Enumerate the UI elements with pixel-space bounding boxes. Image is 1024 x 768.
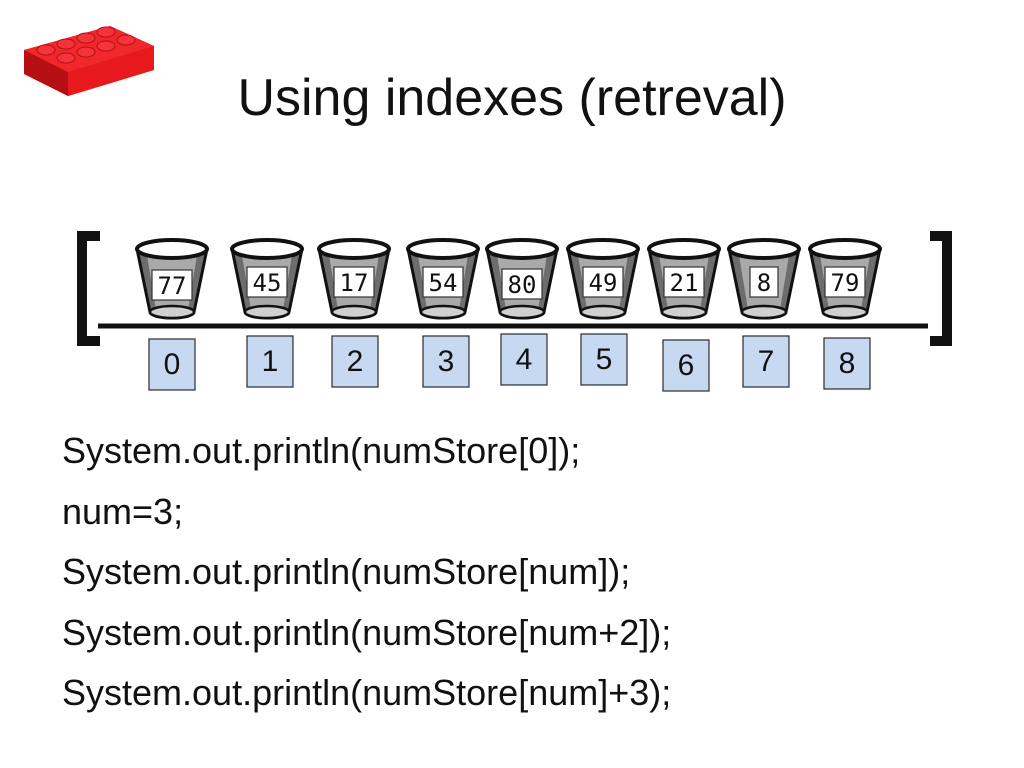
lego-brick-icon (24, 26, 154, 96)
value-box (824, 266, 866, 298)
value-box (663, 266, 705, 298)
index-box (662, 339, 710, 392)
index-box (148, 338, 196, 391)
cell-value: 54 (429, 269, 458, 297)
cell-index: 5 (596, 343, 613, 376)
cell-value: 45 (253, 269, 282, 297)
index-box (742, 335, 790, 388)
cell-value: 79 (831, 269, 860, 297)
cell-index: 0 (164, 348, 181, 381)
array-cell: 77 0 (135, 238, 209, 391)
cell-value: 49 (589, 269, 618, 297)
array-cell: 87 (727, 238, 801, 388)
array-cell: 21 6 (647, 238, 721, 392)
array-cell: 45 1 (230, 238, 304, 388)
cell-index: 7 (758, 345, 775, 378)
index-box (580, 333, 628, 386)
value-box (333, 266, 375, 298)
cell-value: 80 (508, 271, 537, 299)
value-box (501, 268, 543, 300)
index-box (331, 335, 379, 388)
cell-index: 1 (262, 345, 279, 378)
cell-value: 77 (158, 272, 187, 300)
left-bracket (77, 231, 100, 346)
array-cell: 54 3 (406, 238, 480, 388)
array-cell: 80 4 (485, 238, 559, 386)
value-box (246, 266, 288, 298)
code-line: num=3; (62, 490, 184, 532)
array-cell: 79 8 (808, 238, 882, 390)
slide-title: Using indexes (retreval) (237, 69, 787, 127)
value-box (749, 266, 779, 298)
index-box (246, 335, 294, 388)
array-cell: 49 5 (566, 238, 640, 386)
code-line: System.out.println(numStore[0]); (62, 430, 581, 471)
index-box (500, 333, 548, 386)
cell-index: 8 (839, 347, 856, 380)
right-bracket (930, 231, 952, 346)
index-box (823, 337, 871, 390)
cell-value: 21 (670, 269, 699, 297)
code-line: System.out.println(numStore[num+2]); (62, 611, 672, 653)
cell-value: 8 (757, 269, 771, 297)
code-line: System.out.println(numStore[num]+3); (62, 672, 672, 713)
cell-index: 4 (516, 343, 533, 376)
code-block: System.out.println(numStore[0]); num=3; … (62, 421, 1002, 724)
value-box (422, 266, 464, 298)
code-line: System.out.println(numStore[num]); (62, 551, 631, 592)
index-box (422, 335, 470, 388)
value-box (151, 269, 193, 301)
cell-index: 3 (438, 345, 455, 378)
cell-index: 6 (678, 349, 695, 382)
value-box (582, 266, 624, 298)
array-cell: 17 2 (317, 238, 391, 388)
cell-value: 17 (340, 269, 369, 297)
cell-index: 2 (347, 345, 364, 378)
